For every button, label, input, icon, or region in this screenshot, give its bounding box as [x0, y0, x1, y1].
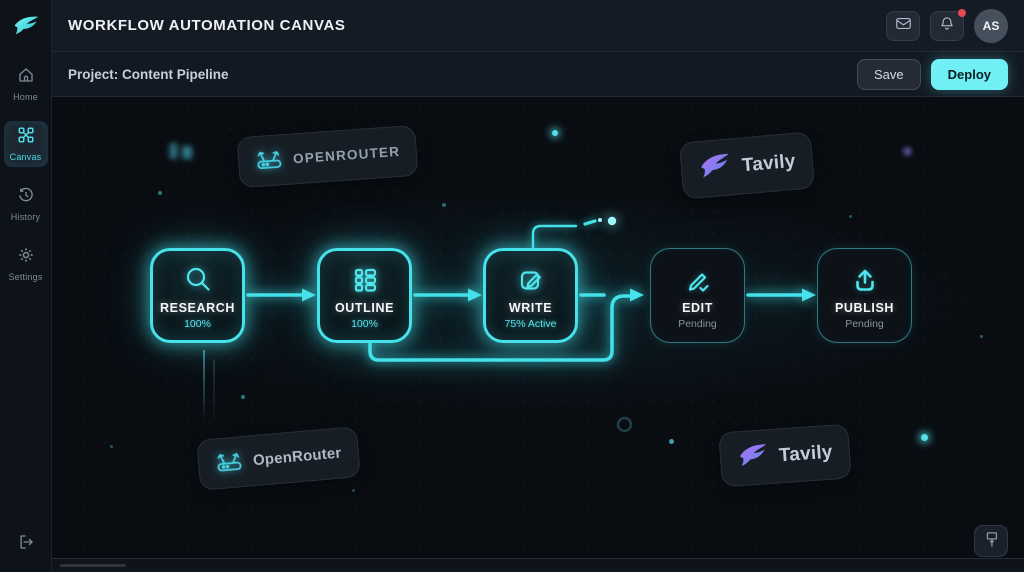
workflow-node-write[interactable]: WRITE 75% Active — [483, 248, 578, 343]
particle-dot — [552, 130, 558, 136]
node-status: 100% — [351, 317, 378, 330]
light-streak — [213, 360, 215, 428]
router-icon — [214, 447, 244, 478]
node-label: OUTLINE — [334, 300, 395, 315]
particle-dot — [442, 203, 446, 207]
workflow-node-publish[interactable]: PUBLISH Pending — [817, 248, 912, 343]
edit-icon — [681, 262, 715, 298]
integration-label: Tavily — [778, 441, 834, 466]
integration-label: OpenRouter — [252, 444, 343, 470]
deploy-button[interactable]: Deploy — [930, 58, 1008, 90]
tavily-bird-icon — [736, 440, 770, 475]
sidebar-item-history[interactable]: History — [4, 181, 48, 227]
node-label: EDIT — [682, 300, 713, 315]
mail-icon — [895, 16, 912, 36]
sidebar-item-label: History — [10, 212, 41, 222]
project-toolbar: Project: Content Pipeline Save Deploy — [52, 52, 1024, 97]
logout-button[interactable] — [17, 533, 35, 556]
node-status: Pending — [678, 317, 717, 330]
write-icon — [514, 262, 548, 298]
node-label: RESEARCH — [160, 300, 235, 315]
connector-wires — [246, 216, 816, 362]
sidebar: Home Canvas History Settings — [0, 0, 52, 572]
sidebar-item-settings[interactable]: Settings — [4, 241, 48, 287]
outline-list-icon — [348, 262, 382, 298]
workflow-node-edit[interactable]: EDIT Pending — [650, 248, 745, 343]
integration-pill-openrouter-top[interactable]: OPENROUTER — [236, 124, 419, 189]
flag-icon — [983, 530, 1000, 553]
node-status: Pending — [845, 317, 884, 330]
particle-dot — [158, 191, 162, 195]
project-title: Project: Content Pipeline — [68, 66, 229, 82]
particle-dot — [849, 215, 852, 218]
integration-pill-tavily-bottom[interactable]: Tavily — [718, 423, 852, 488]
node-status: 75% Active — [504, 317, 557, 330]
node-label: PUBLISH — [834, 300, 895, 315]
sidebar-item-label: Canvas — [9, 152, 42, 162]
home-icon — [17, 66, 35, 89]
glow-artifact — [170, 143, 192, 159]
avatar[interactable]: AS — [974, 8, 1008, 43]
node-label: WRITE — [508, 300, 553, 315]
integration-label: OPENROUTER — [292, 143, 401, 167]
publish-icon — [848, 262, 882, 298]
canvas-icon — [17, 126, 35, 149]
sidebar-item-canvas[interactable]: Canvas — [3, 121, 48, 167]
light-streak — [203, 350, 205, 422]
bell-icon — [939, 15, 955, 37]
sidebar-item-home[interactable]: Home — [4, 61, 48, 107]
search-icon — [181, 262, 215, 298]
scrollbar-thumb[interactable] — [60, 564, 126, 567]
mail-button[interactable] — [886, 10, 920, 41]
router-icon — [254, 145, 284, 176]
notification-dot — [958, 8, 966, 17]
top-header: WORKFLOW AUTOMATION CANVAS AS — [52, 0, 1024, 52]
sidebar-item-label: Home — [13, 92, 38, 102]
particle-dot — [903, 147, 912, 156]
history-icon — [17, 186, 35, 209]
particle-dot — [241, 395, 245, 399]
workflow-node-outline[interactable]: OUTLINE 100% — [317, 248, 412, 343]
particle-dot — [980, 335, 983, 338]
flag-tool-button[interactable] — [974, 525, 1008, 557]
logout-icon — [17, 535, 35, 555]
save-button[interactable]: Save — [857, 58, 921, 90]
main-area: WORKFLOW AUTOMATION CANVAS AS Project: C… — [52, 0, 1024, 572]
particle-dot — [669, 439, 674, 444]
workflow-node-research[interactable]: RESEARCH 100% — [150, 248, 245, 343]
integration-pill-openrouter-bottom[interactable]: OpenRouter — [196, 426, 361, 491]
integration-pill-tavily-top[interactable]: Tavily — [678, 131, 815, 200]
page-title: WORKFLOW AUTOMATION CANVAS — [68, 17, 346, 34]
tavily-bird-icon — [697, 149, 734, 187]
settings-icon — [17, 246, 35, 269]
workflow-canvas[interactable]: RESEARCH 100% OUTLINE 100% WRITE 75% Act… — [52, 97, 1024, 558]
bottom-scrollbar-track[interactable] — [52, 558, 1024, 572]
app-logo-bird-icon — [12, 13, 40, 43]
particle-dot — [352, 489, 355, 492]
node-status: 100% — [184, 317, 211, 330]
particle-ring — [617, 417, 632, 432]
notifications-button[interactable] — [930, 8, 966, 41]
sidebar-item-label: Settings — [8, 272, 43, 282]
particle-dot — [921, 434, 928, 441]
integration-label: Tavily — [741, 150, 797, 176]
particle-dot — [110, 445, 113, 448]
